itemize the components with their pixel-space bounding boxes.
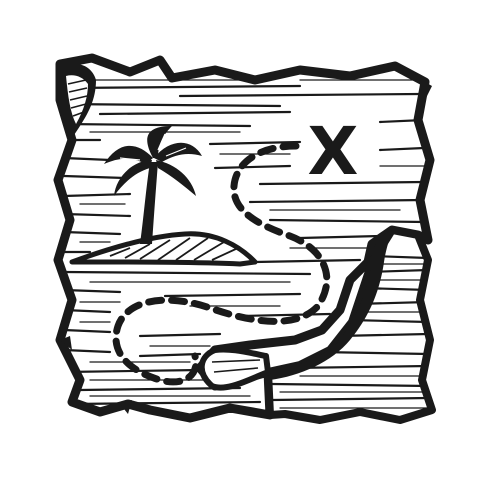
dashed-trail (112, 142, 331, 386)
x-mark-label: X (308, 113, 359, 190)
bottom-right-curl (264, 226, 436, 424)
bottom-left-curl (198, 346, 271, 391)
island (69, 231, 258, 267)
island-hatching (109, 237, 239, 261)
x-mark: X (308, 113, 359, 190)
palm-tree-icon (104, 126, 202, 244)
top-left-curl (59, 63, 96, 139)
